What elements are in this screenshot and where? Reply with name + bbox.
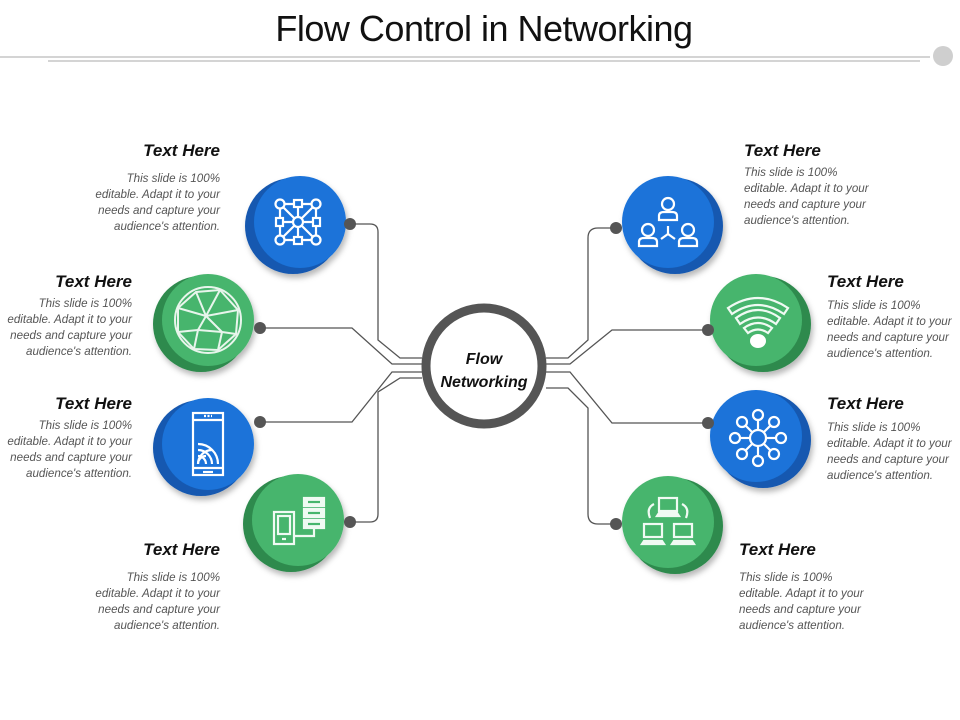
connector-dot <box>344 516 356 528</box>
globe-mesh-icon <box>174 286 242 354</box>
text-block-left-4: Text Here This slide is 100% editable. A… <box>90 540 220 634</box>
block-heading: Text Here <box>827 394 904 413</box>
connector-dot <box>610 222 622 234</box>
text-block-left-3: Text Here This slide is 100% editable. A… <box>2 394 132 482</box>
connector-dot <box>702 324 714 336</box>
text-block-left-2: Text Here This slide is 100% editable. A… <box>2 272 132 360</box>
center-label-line1: Flow <box>465 351 503 368</box>
text-block-left-1: Text Here This slide is 100% editable. A… <box>90 141 220 235</box>
block-body: This slide is 100% editable. Adapt it to… <box>744 166 869 227</box>
connector-dot <box>254 416 266 428</box>
center-ring <box>421 303 547 429</box>
block-heading: Text Here <box>55 272 132 291</box>
block-heading: Text Here <box>143 540 220 559</box>
text-block-right-3: Text Here This slide is 100% editable. A… <box>827 394 957 484</box>
connector-left-3 <box>260 371 422 423</box>
tablet-server-icon <box>272 496 326 546</box>
text-block-right-1: Text Here This slide is 100% editable. A… <box>744 141 874 229</box>
connector-right-1 <box>546 227 616 359</box>
mobile-wifi-icon <box>191 411 225 477</box>
hub-nodes-icon <box>728 408 788 468</box>
icon-circle-left-3 <box>153 398 254 496</box>
connector-right-4 <box>546 387 616 525</box>
block-body: This slide is 100% editable. Adapt it to… <box>95 571 220 632</box>
connector-dot <box>702 417 714 429</box>
block-body: This slide is 100% editable. Adapt it to… <box>739 571 864 632</box>
slide-title: Flow Control in Networking <box>275 8 693 49</box>
block-heading: Text Here <box>744 141 821 160</box>
connector-dot <box>610 518 622 530</box>
block-heading: Text Here <box>55 394 132 413</box>
connector-right-3 <box>546 371 708 424</box>
network-grid-icon <box>274 198 322 246</box>
connector-dot <box>344 218 356 230</box>
icon-circle-right-3 <box>710 390 811 488</box>
icon-circle-left-2 <box>153 274 254 372</box>
center-label: Flow Networking <box>424 348 544 394</box>
connector-dot <box>254 322 266 334</box>
connector-left-2 <box>260 327 422 365</box>
title-divider <box>0 46 953 66</box>
text-block-right-4: Text Here This slide is 100% editable. A… <box>739 540 869 634</box>
users-network-icon <box>637 196 699 248</box>
block-body: This slide is 100% editable. Adapt it to… <box>7 419 132 480</box>
wifi-icon <box>726 297 790 348</box>
block-body: This slide is 100% editable. Adapt it to… <box>95 172 220 233</box>
center-label-line2: Networking <box>440 374 528 391</box>
icon-circle-right-1 <box>622 176 723 274</box>
icon-circle-right-4 <box>622 476 723 574</box>
connector-left-1 <box>350 223 422 359</box>
connector-right-2 <box>546 329 708 365</box>
block-heading: Text Here <box>827 272 904 291</box>
connector-left-4 <box>350 377 422 523</box>
block-body: This slide is 100% editable. Adapt it to… <box>7 297 132 358</box>
block-heading: Text Here <box>143 141 220 160</box>
text-block-right-2: Text Here This slide is 100% editable. A… <box>827 272 957 362</box>
block-body: This slide is 100% editable. Adapt it to… <box>827 421 952 482</box>
block-heading: Text Here <box>739 540 816 559</box>
computer-network-icon <box>639 496 697 546</box>
connector-lines <box>260 223 708 525</box>
block-body: This slide is 100% editable. Adapt it to… <box>827 299 952 360</box>
